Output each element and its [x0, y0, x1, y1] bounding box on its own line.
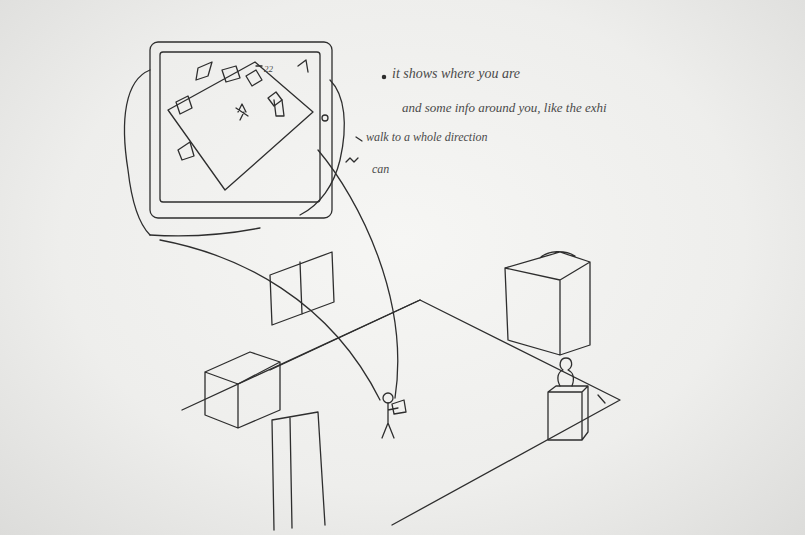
hand-outline — [124, 70, 150, 235]
floor-mark — [598, 395, 605, 403]
screen-map-floor — [168, 62, 313, 190]
pedestal — [548, 386, 588, 440]
screen-icon — [178, 142, 194, 160]
hand-outline — [150, 228, 260, 236]
screen-icon — [298, 60, 308, 72]
tablet-button — [322, 115, 328, 121]
note-text: and some info around you, like the exhi — [402, 100, 607, 116]
door-panel — [272, 412, 325, 530]
projection-curve — [160, 240, 380, 400]
bullet-dot — [382, 75, 385, 78]
projection-curve — [318, 150, 398, 398]
floor-line — [270, 300, 420, 370]
screen-icon — [196, 62, 212, 80]
note-text: it shows where you are — [392, 66, 520, 82]
note-text: walk to a whole direction — [366, 130, 488, 145]
tablet-screen — [160, 52, 320, 202]
screen-icon — [222, 66, 240, 82]
wall-panel — [270, 252, 334, 325]
pencil-mark — [346, 137, 362, 162]
hand-outline — [300, 80, 344, 215]
screen-number: 22 — [264, 64, 273, 74]
screen-icon — [176, 96, 192, 114]
screen-dash — [256, 65, 262, 66]
screen-icon — [246, 70, 262, 86]
screen-icon — [274, 100, 284, 116]
person-head — [383, 393, 393, 403]
tablet-frame — [150, 42, 332, 218]
tall-exhibit — [505, 252, 590, 355]
statue — [558, 358, 574, 386]
person-figure — [382, 400, 406, 438]
cube-exhibit — [205, 352, 280, 428]
note-text: can — [372, 162, 389, 177]
floor-outline — [182, 300, 620, 525]
screen-person-marker — [236, 104, 248, 120]
